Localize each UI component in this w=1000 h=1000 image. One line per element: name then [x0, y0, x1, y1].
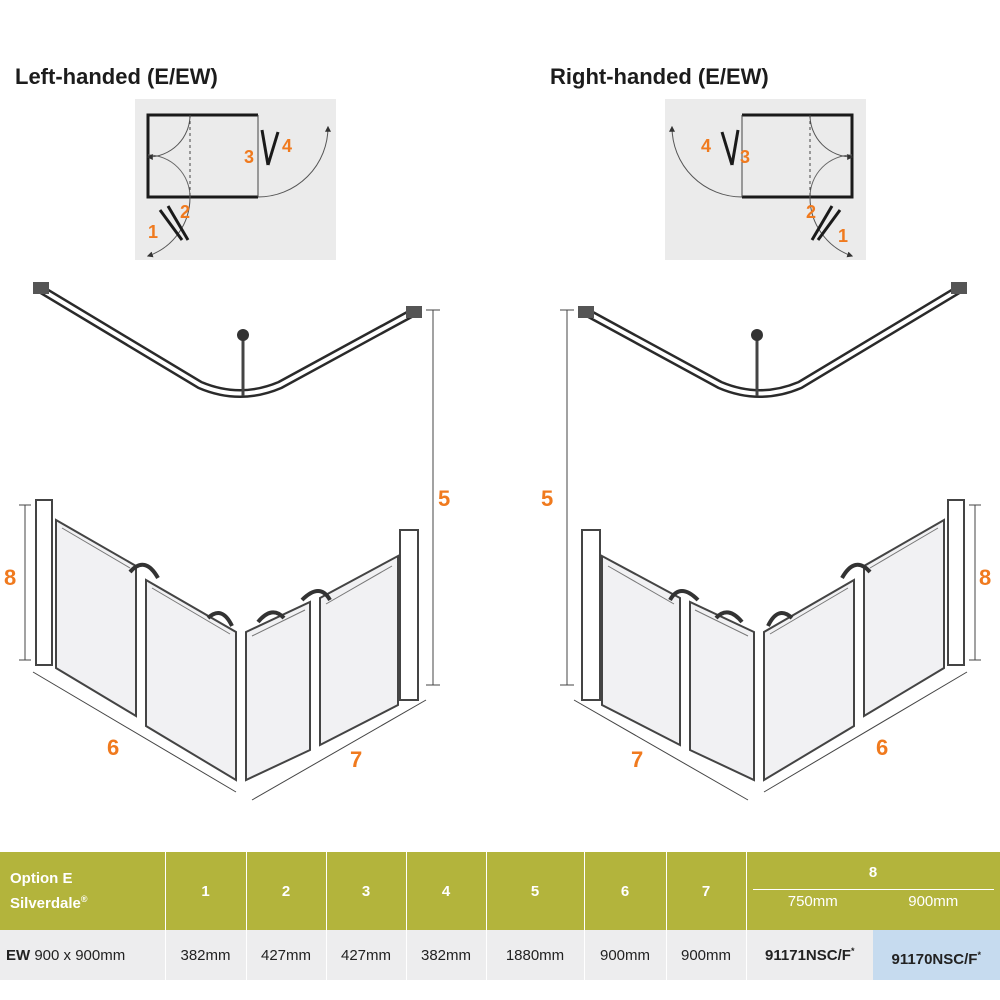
left-handed-heading: Left-handed (E/EW)	[15, 64, 218, 89]
col-header-8: 8 750mm 900mm	[746, 852, 1000, 930]
dimension-label-5: 5	[438, 486, 450, 511]
right-diagram: 1 2 3 4	[541, 99, 991, 801]
col-header-5: 5	[486, 852, 585, 930]
col-8-sub-900: 900mm	[908, 893, 959, 910]
dimension-label-6: 6	[876, 735, 888, 760]
dimension-label-7: 7	[350, 747, 362, 772]
right-dimension-lines: 5 6 7 8	[541, 309, 991, 801]
option-line1: Option E	[10, 869, 73, 887]
shower-diagram: 1 2 3 4	[4, 99, 991, 801]
value-cell-2: 427mm	[246, 930, 327, 980]
registered-mark: ®	[80, 893, 88, 904]
spec-header-row: Option E Silverdale® 1 2 3 4 5 6 7 8 750…	[0, 852, 1000, 930]
col-header-1: 1	[165, 852, 247, 930]
door-label-2: 2	[806, 202, 816, 222]
dimension-label-8: 8	[4, 565, 16, 590]
col-header-6: 6	[584, 852, 667, 930]
door-label-4: 4	[282, 136, 292, 156]
value-cell-7: 900mm	[666, 930, 747, 980]
col-8-label: 8	[868, 864, 878, 881]
value-cell-5: 1880mm	[486, 930, 585, 980]
dimension-label-7: 7	[631, 747, 643, 772]
table-row: EW 900 x 900mm 382mm 427mm 427mm 382mm 1…	[0, 930, 1000, 980]
value-cell-4: 382mm	[406, 930, 487, 980]
value-cell-1: 382mm	[165, 930, 247, 980]
right-curtain-rail	[578, 282, 967, 398]
product-code-750: 91171NSC/F*	[765, 946, 855, 964]
left-curtain-rail	[33, 282, 422, 398]
value-cell-6: 900mm	[584, 930, 667, 980]
door-label-3: 3	[740, 147, 750, 167]
dimension-label-5: 5	[541, 486, 553, 511]
door-label-1: 1	[838, 226, 848, 246]
right-screen-panels	[581, 499, 965, 782]
door-label-3: 3	[244, 147, 254, 167]
door-label-2: 2	[180, 202, 190, 222]
col-header-3: 3	[326, 852, 407, 930]
option-header: Option E Silverdale®	[0, 852, 166, 930]
col-header-7: 7	[666, 852, 747, 930]
door-label-4: 4	[701, 136, 711, 156]
product-code-cell: 91171NSC/F* 91170NSC/F*	[746, 930, 1000, 980]
dimension-label-8: 8	[979, 565, 991, 590]
dimension-label-6: 6	[107, 735, 119, 760]
col-8-sub-750: 750mm	[787, 893, 838, 910]
right-plan-view: 1 2 3 4	[665, 99, 866, 260]
value-cell-3: 427mm	[326, 930, 407, 980]
product-code-900: 91170NSC/F*	[873, 930, 1000, 980]
left-dimension-lines: 5 6 7 8	[4, 309, 450, 801]
left-diagram: 1 2 3 4	[4, 99, 450, 801]
option-line2: Silverdale	[10, 894, 81, 912]
size-cell: EW 900 x 900mm	[0, 930, 166, 980]
left-screen-panels	[35, 499, 419, 782]
model-code: EW	[6, 946, 31, 964]
right-handed-heading: Right-handed (E/EW)	[550, 64, 769, 89]
left-plan-view: 1 2 3 4	[135, 99, 336, 260]
door-label-1: 1	[148, 222, 158, 242]
col-header-2: 2	[246, 852, 327, 930]
model-size: 900 x 900mm	[34, 946, 126, 964]
col-header-4: 4	[406, 852, 487, 930]
spec-table: Option E Silverdale® 1 2 3 4 5 6 7 8 750…	[0, 852, 1000, 980]
